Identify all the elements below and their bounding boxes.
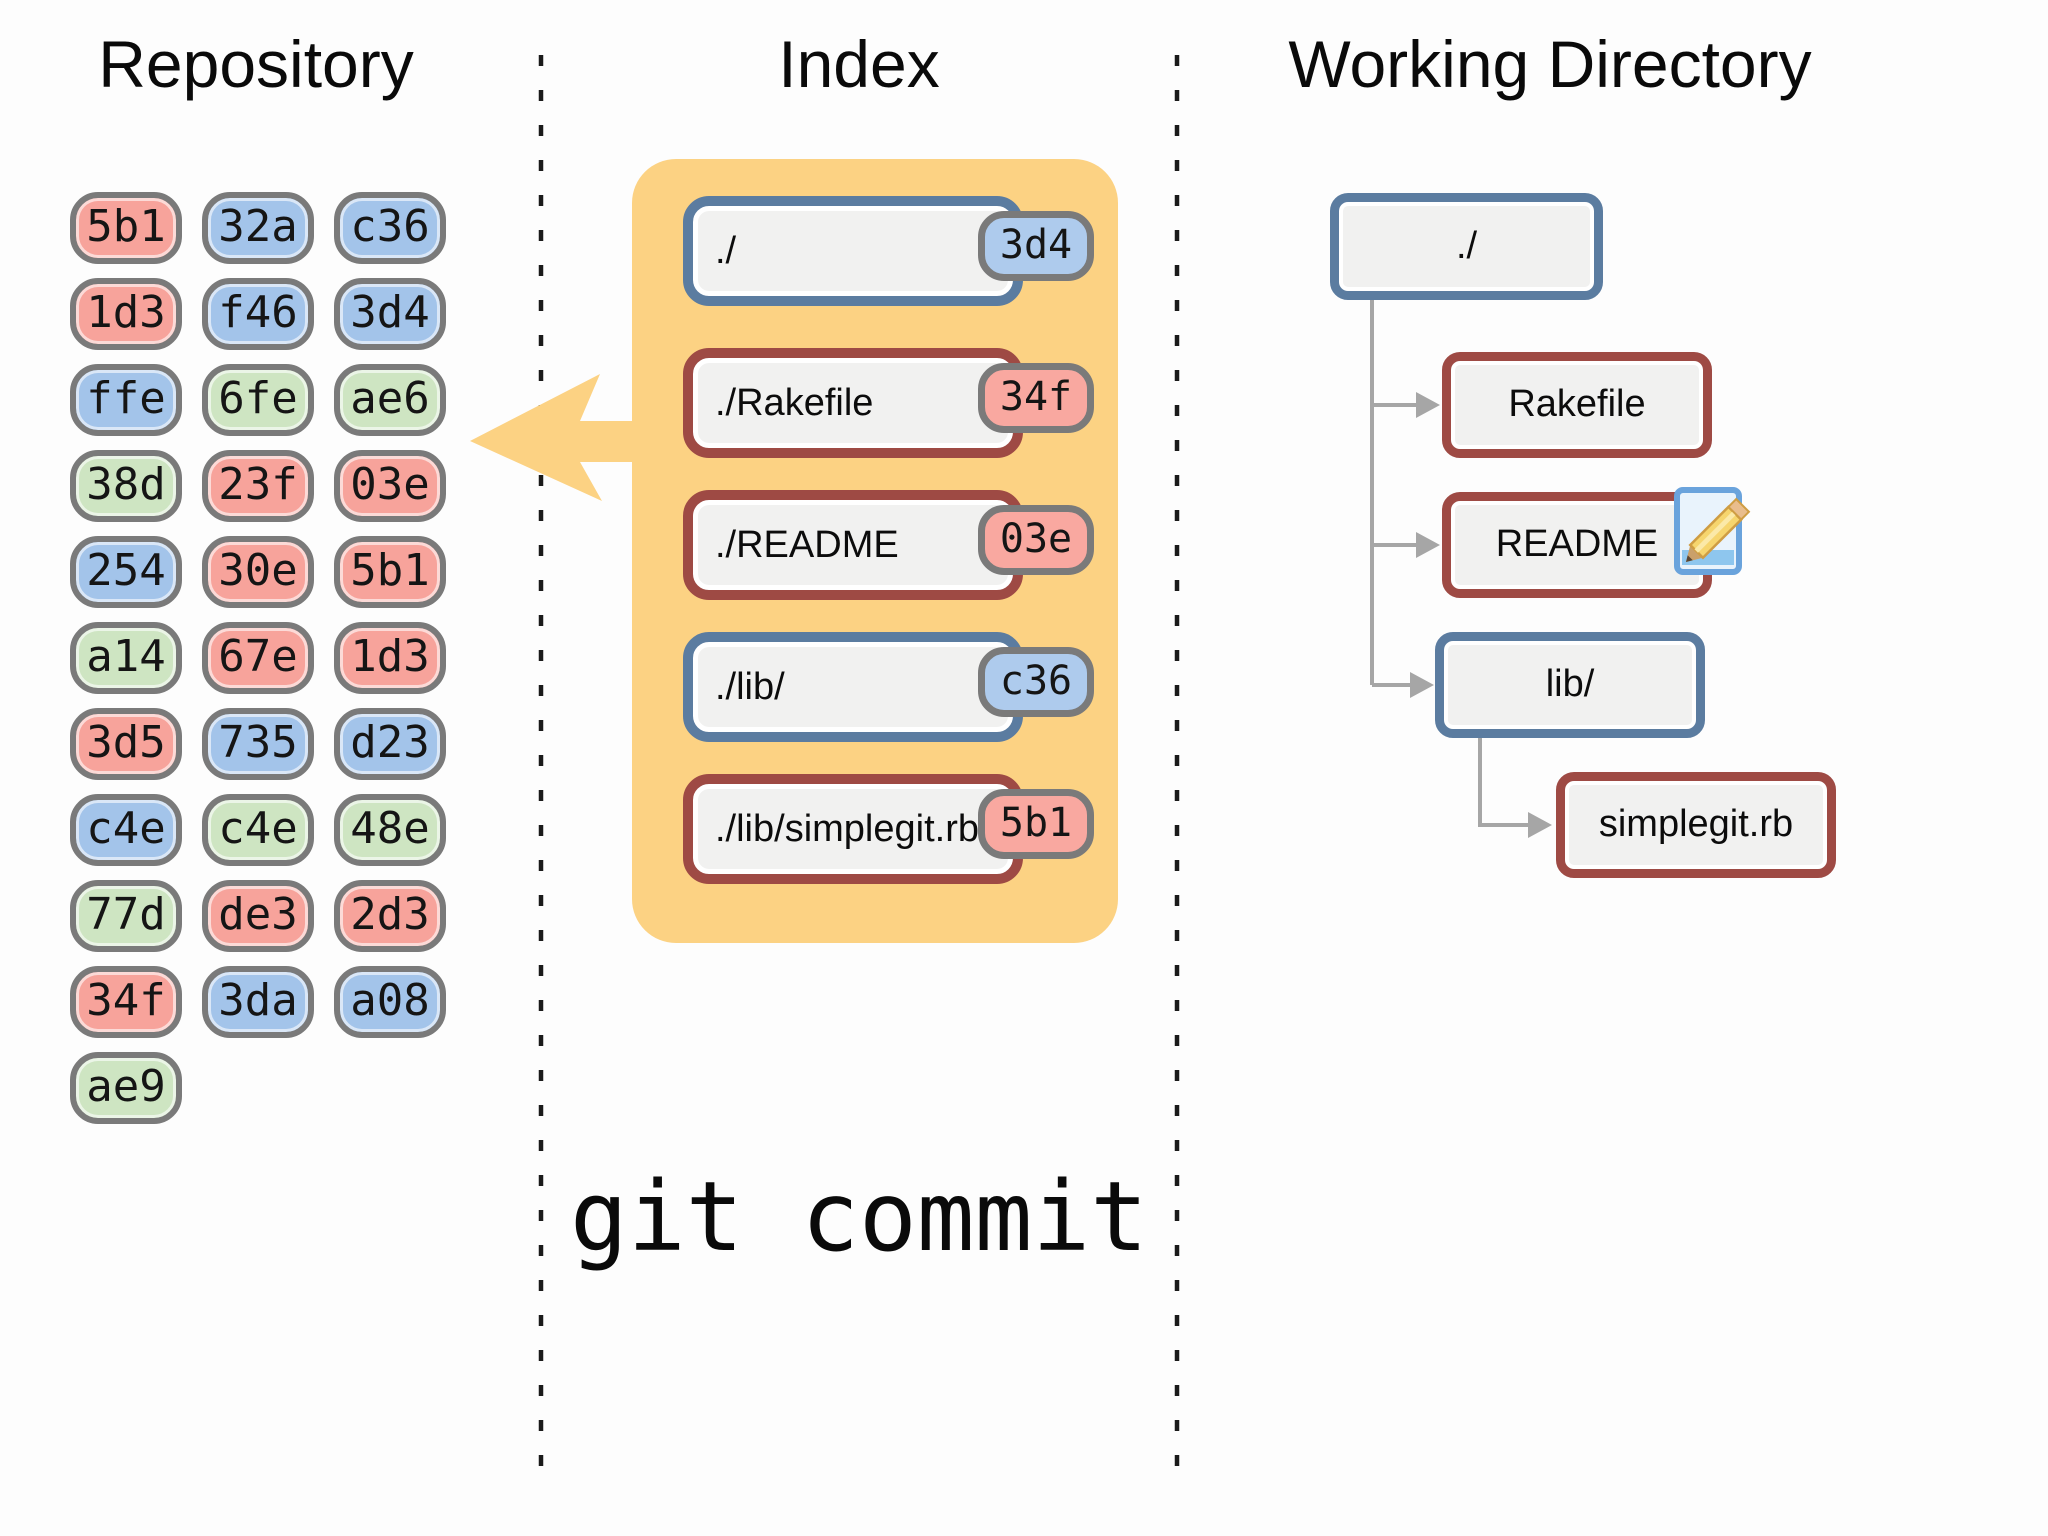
- repo-object-c36: c36: [334, 192, 446, 264]
- index-entry-hash-badge: 5b1: [978, 789, 1094, 859]
- index-entry-hash-badge: 3d4: [978, 211, 1094, 281]
- repo-object-03e: 03e: [334, 450, 446, 522]
- repo-object-1d3: 1d3: [70, 278, 182, 350]
- working-directory-title: Working Directory: [1288, 27, 1812, 101]
- repository-title: Repository: [98, 27, 414, 101]
- edit-document-icon: [1674, 487, 1751, 575]
- index-entry-0: ./ 3d4: [683, 196, 1094, 306]
- repo-object-ffe: ffe: [70, 364, 182, 436]
- repo-object-3da: 3da: [202, 966, 314, 1038]
- repo-object-6fe: 6fe: [202, 364, 314, 436]
- repo-object-c4e: c4e: [202, 794, 314, 866]
- repo-object-2d3: 2d3: [334, 880, 446, 952]
- tree-arrowheads: [1410, 392, 1552, 838]
- index-entry-1: ./Rakefile 34f: [683, 348, 1094, 458]
- repo-object-de3: de3: [202, 880, 314, 952]
- wd-node-label: README: [1495, 523, 1659, 565]
- commit-arrow-icon: [470, 374, 636, 501]
- index-entry-path: ./: [715, 230, 737, 272]
- index-entry-hash-badge: 03e: [978, 505, 1094, 575]
- repo-object-5b1: 5b1: [70, 192, 182, 264]
- repo-object-735: 735: [202, 708, 314, 780]
- tree-connector-lines: [1370, 300, 1528, 827]
- repo-object-3d5: 3d5: [70, 708, 182, 780]
- repo-object-ae9: ae9: [70, 1052, 182, 1124]
- repo-object-a14: a14: [70, 622, 182, 694]
- repo-object-67e: 67e: [202, 622, 314, 694]
- index-entry-hash-badge: 34f: [978, 363, 1094, 433]
- repo-object-34f: 34f: [70, 966, 182, 1038]
- repo-object-254: 254: [70, 536, 182, 608]
- index-entry-path: ./lib/simplegit.rb: [715, 808, 979, 850]
- index-entry-path: ./lib/: [715, 666, 785, 708]
- repo-object-30e: 30e: [202, 536, 314, 608]
- command-label: git commit: [570, 1161, 1148, 1273]
- index-entry-2: ./README 03e: [683, 490, 1094, 600]
- wd-node-label: ./: [1455, 225, 1478, 267]
- wd-node-label: lib/: [1545, 663, 1595, 705]
- wd-node-rakefile: Rakefile: [1442, 352, 1712, 458]
- repo-object-ae6: ae6: [334, 364, 446, 436]
- repo-object-38d: 38d: [70, 450, 182, 522]
- index-entry-3: ./lib/c36: [683, 632, 1094, 742]
- repo-object-23f: 23f: [202, 450, 314, 522]
- index-entry-hash-badge: c36: [978, 647, 1094, 717]
- repo-object-f46: f46: [202, 278, 314, 350]
- repo-object-77d: 77d: [70, 880, 182, 952]
- wd-node-root: ./: [1330, 193, 1603, 300]
- wd-node-readme: README: [1442, 492, 1712, 598]
- repo-object-1d3: 1d3: [334, 622, 446, 694]
- repo-object-5b1: 5b1: [334, 536, 446, 608]
- repo-object-d23: d23: [334, 708, 446, 780]
- repo-object-32a: 32a: [202, 192, 314, 264]
- index-title: Index: [778, 27, 940, 101]
- wd-node-simplegit: simplegit.rb: [1556, 772, 1836, 878]
- repo-object-48e: 48e: [334, 794, 446, 866]
- wd-node-label: simplegit.rb: [1598, 803, 1794, 845]
- index-entry-path: ./Rakefile: [715, 382, 874, 424]
- wd-node-label: Rakefile: [1508, 383, 1646, 425]
- repo-object-3d4: 3d4: [334, 278, 446, 350]
- wd-node-lib: lib/: [1435, 632, 1705, 738]
- repo-object-a08: a08: [334, 966, 446, 1038]
- index-entry-path: ./README: [715, 524, 899, 566]
- repository-grid: 5b1 32a c36 1d3 f46 3d4 ffe 6fe ae6 38d 23f 03e 254 3…: [70, 192, 466, 1138]
- repo-object-c4e: c4e: [70, 794, 182, 866]
